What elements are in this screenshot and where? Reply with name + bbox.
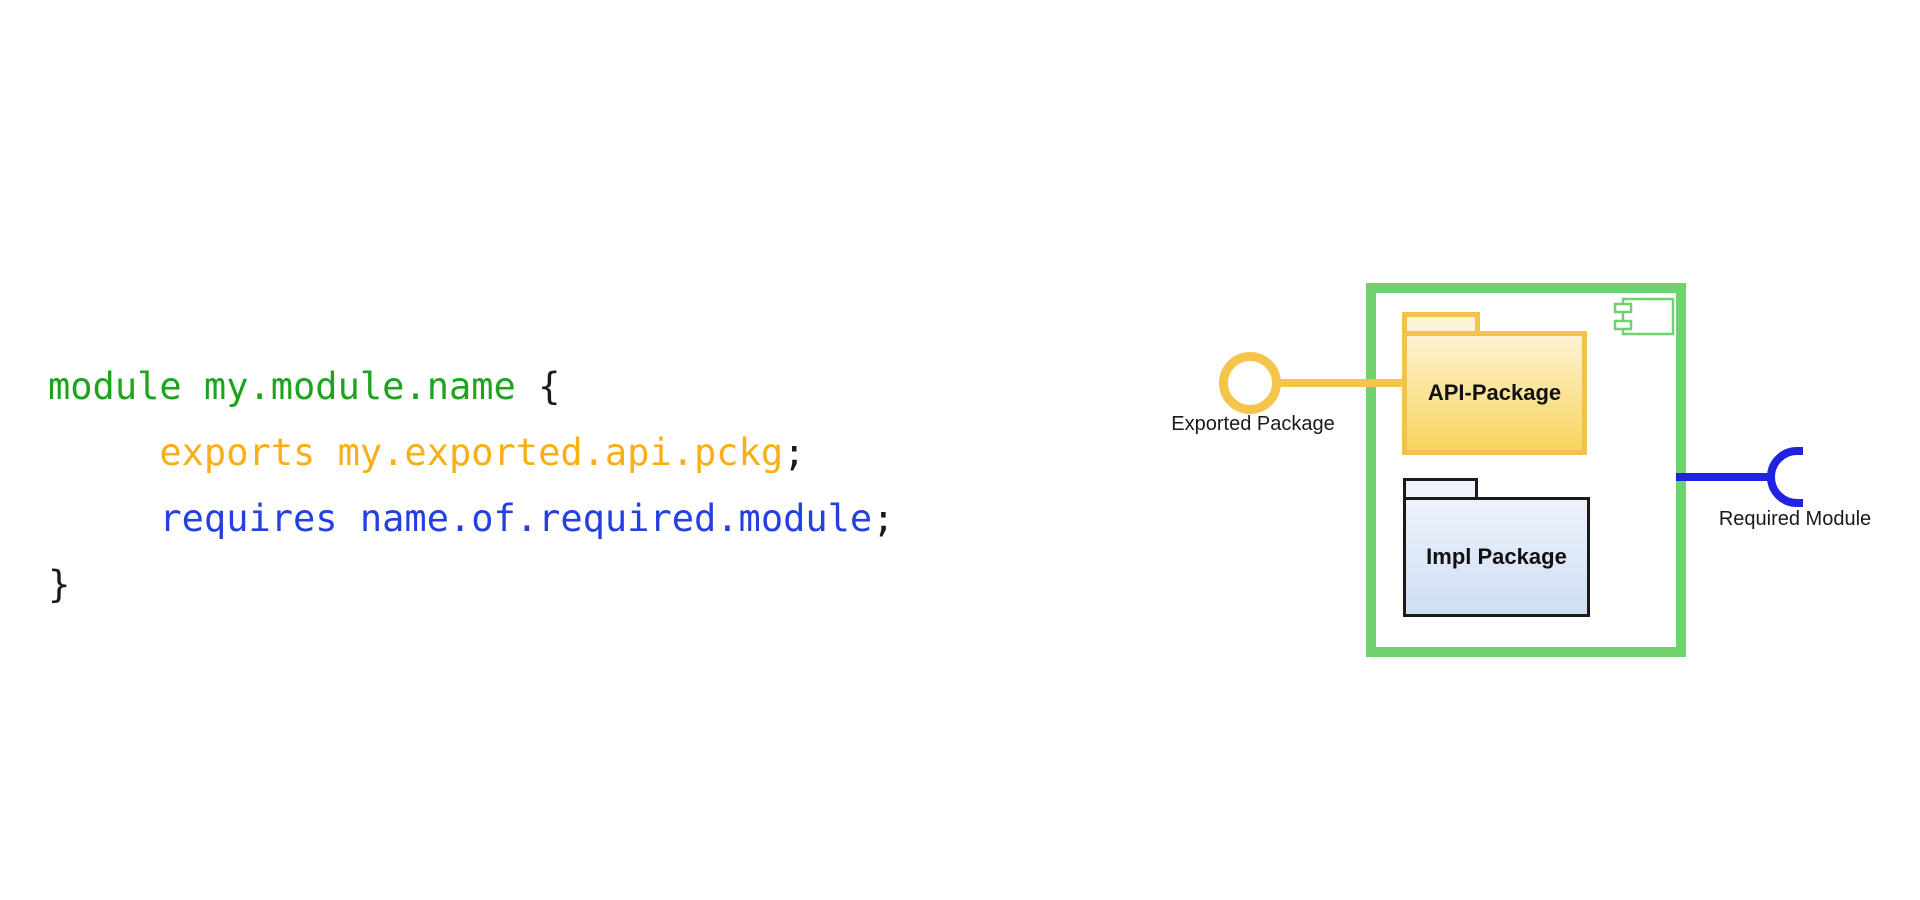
code-token-requires-stmt: requires name.of.required.module xyxy=(48,497,873,540)
module-info-code-block: module my.module.name { exports my.expor… xyxy=(48,354,895,618)
code-line-close-brace: } xyxy=(48,552,895,618)
exported-interface-connector-line xyxy=(1277,379,1403,387)
code-token-module-decl: module my.module.name xyxy=(48,365,539,408)
code-line-module: module my.module.name { xyxy=(48,354,895,420)
provided-interface-lollipop-icon xyxy=(1219,352,1281,414)
required-interface-connector-line xyxy=(1676,473,1768,481)
code-token-exports-stmt: exports my.exported.api.pckg xyxy=(48,431,784,474)
code-line-exports: exports my.exported.api.pckg; xyxy=(48,420,895,486)
code-token-close-brace: } xyxy=(48,563,71,606)
api-package-label: API-Package xyxy=(1427,380,1562,405)
exported-interface-label: Exported Package xyxy=(1171,413,1335,435)
required-interface-socket-icon xyxy=(1767,447,1803,507)
code-token-semicolon: ; xyxy=(783,431,806,474)
impl-package-folder-tab xyxy=(1403,478,1478,498)
required-interface-label: Required Module xyxy=(1718,508,1872,530)
api-package-folder-tab xyxy=(1402,312,1480,332)
uml-component-icon xyxy=(1613,297,1675,336)
api-package-folder: API-Package xyxy=(1402,331,1587,455)
code-token-semicolon: ; xyxy=(872,497,895,540)
impl-package-label: Impl Package xyxy=(1426,544,1567,569)
impl-package-folder: Impl Package xyxy=(1403,497,1590,617)
code-line-requires: requires name.of.required.module; xyxy=(48,486,895,552)
code-token-open-brace: { xyxy=(538,365,561,408)
